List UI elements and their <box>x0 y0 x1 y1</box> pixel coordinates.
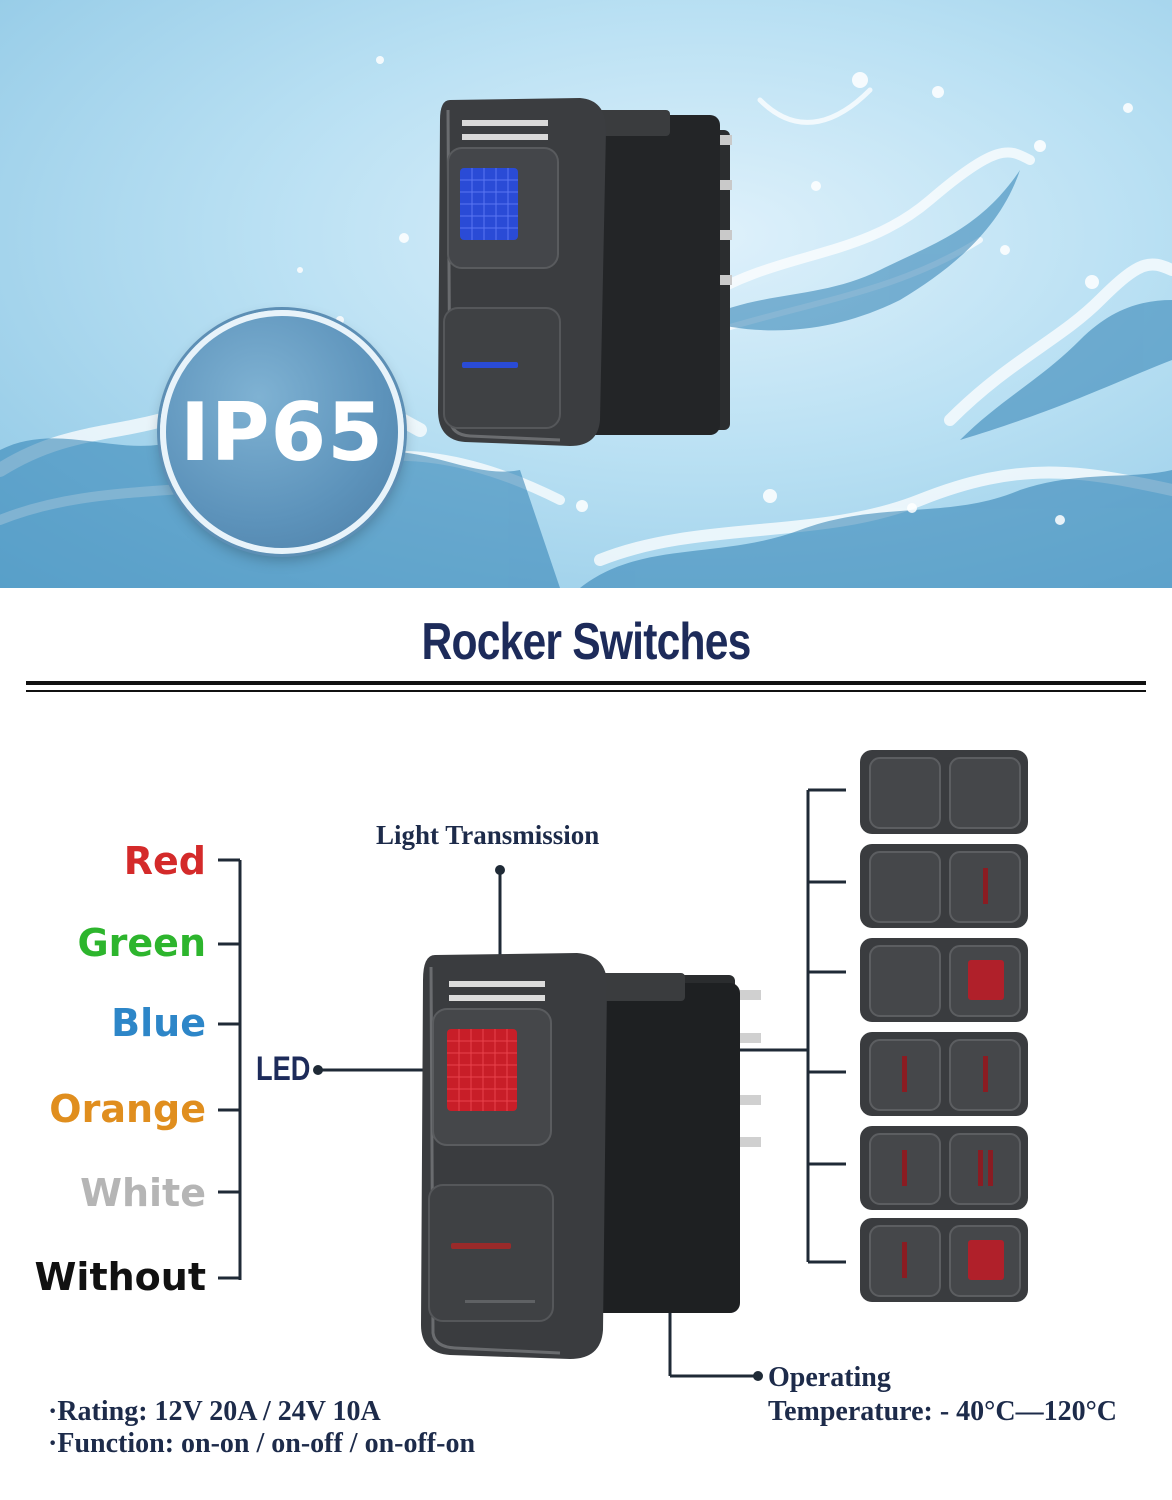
variant-line-square <box>860 1217 1029 1302</box>
switch-variants <box>860 750 1029 1302</box>
hero-rocker-switch <box>438 98 732 446</box>
variant-plain <box>860 750 1029 835</box>
variant-line-double-line <box>860 1125 1029 1211</box>
function-spec: ·Function: on-on / on-off / on-off-on <box>48 1428 476 1459</box>
title-rule-thin <box>26 690 1146 692</box>
ip65-badge: IP65 <box>160 310 404 554</box>
temperature-range: : - 40°C—120°C <box>923 1396 1118 1427</box>
operating-label: Operating <box>768 1362 891 1393</box>
variant-single-square <box>860 937 1029 1023</box>
hero-banner: IP65 <box>0 0 1172 588</box>
rating-spec: ·Rating: 12V 20A / 24V 10A <box>48 1396 381 1427</box>
main-rocker-switch <box>421 953 761 1359</box>
section-title: Rocker Switches <box>421 613 752 671</box>
color-option-blue: Blue <box>111 1001 206 1045</box>
color-option-green: Green <box>77 921 206 965</box>
color-option-white: White <box>80 1171 206 1215</box>
variant-double-line <box>860 1031 1029 1117</box>
title-rule-thick <box>26 681 1146 685</box>
temperature-label: Temperature <box>768 1396 924 1427</box>
color-option-without: Without <box>34 1255 206 1299</box>
led-label: LED <box>256 1050 311 1088</box>
color-option-red: Red <box>123 839 206 883</box>
color-option-orange: Orange <box>49 1087 206 1131</box>
ip65-badge-text: IP65 <box>180 385 384 479</box>
variant-single-line <box>860 843 1029 929</box>
light-transmission-label: Light Transmission <box>376 820 600 850</box>
temperature-line: Temperature: - 40°C—120°C <box>768 1396 1117 1428</box>
